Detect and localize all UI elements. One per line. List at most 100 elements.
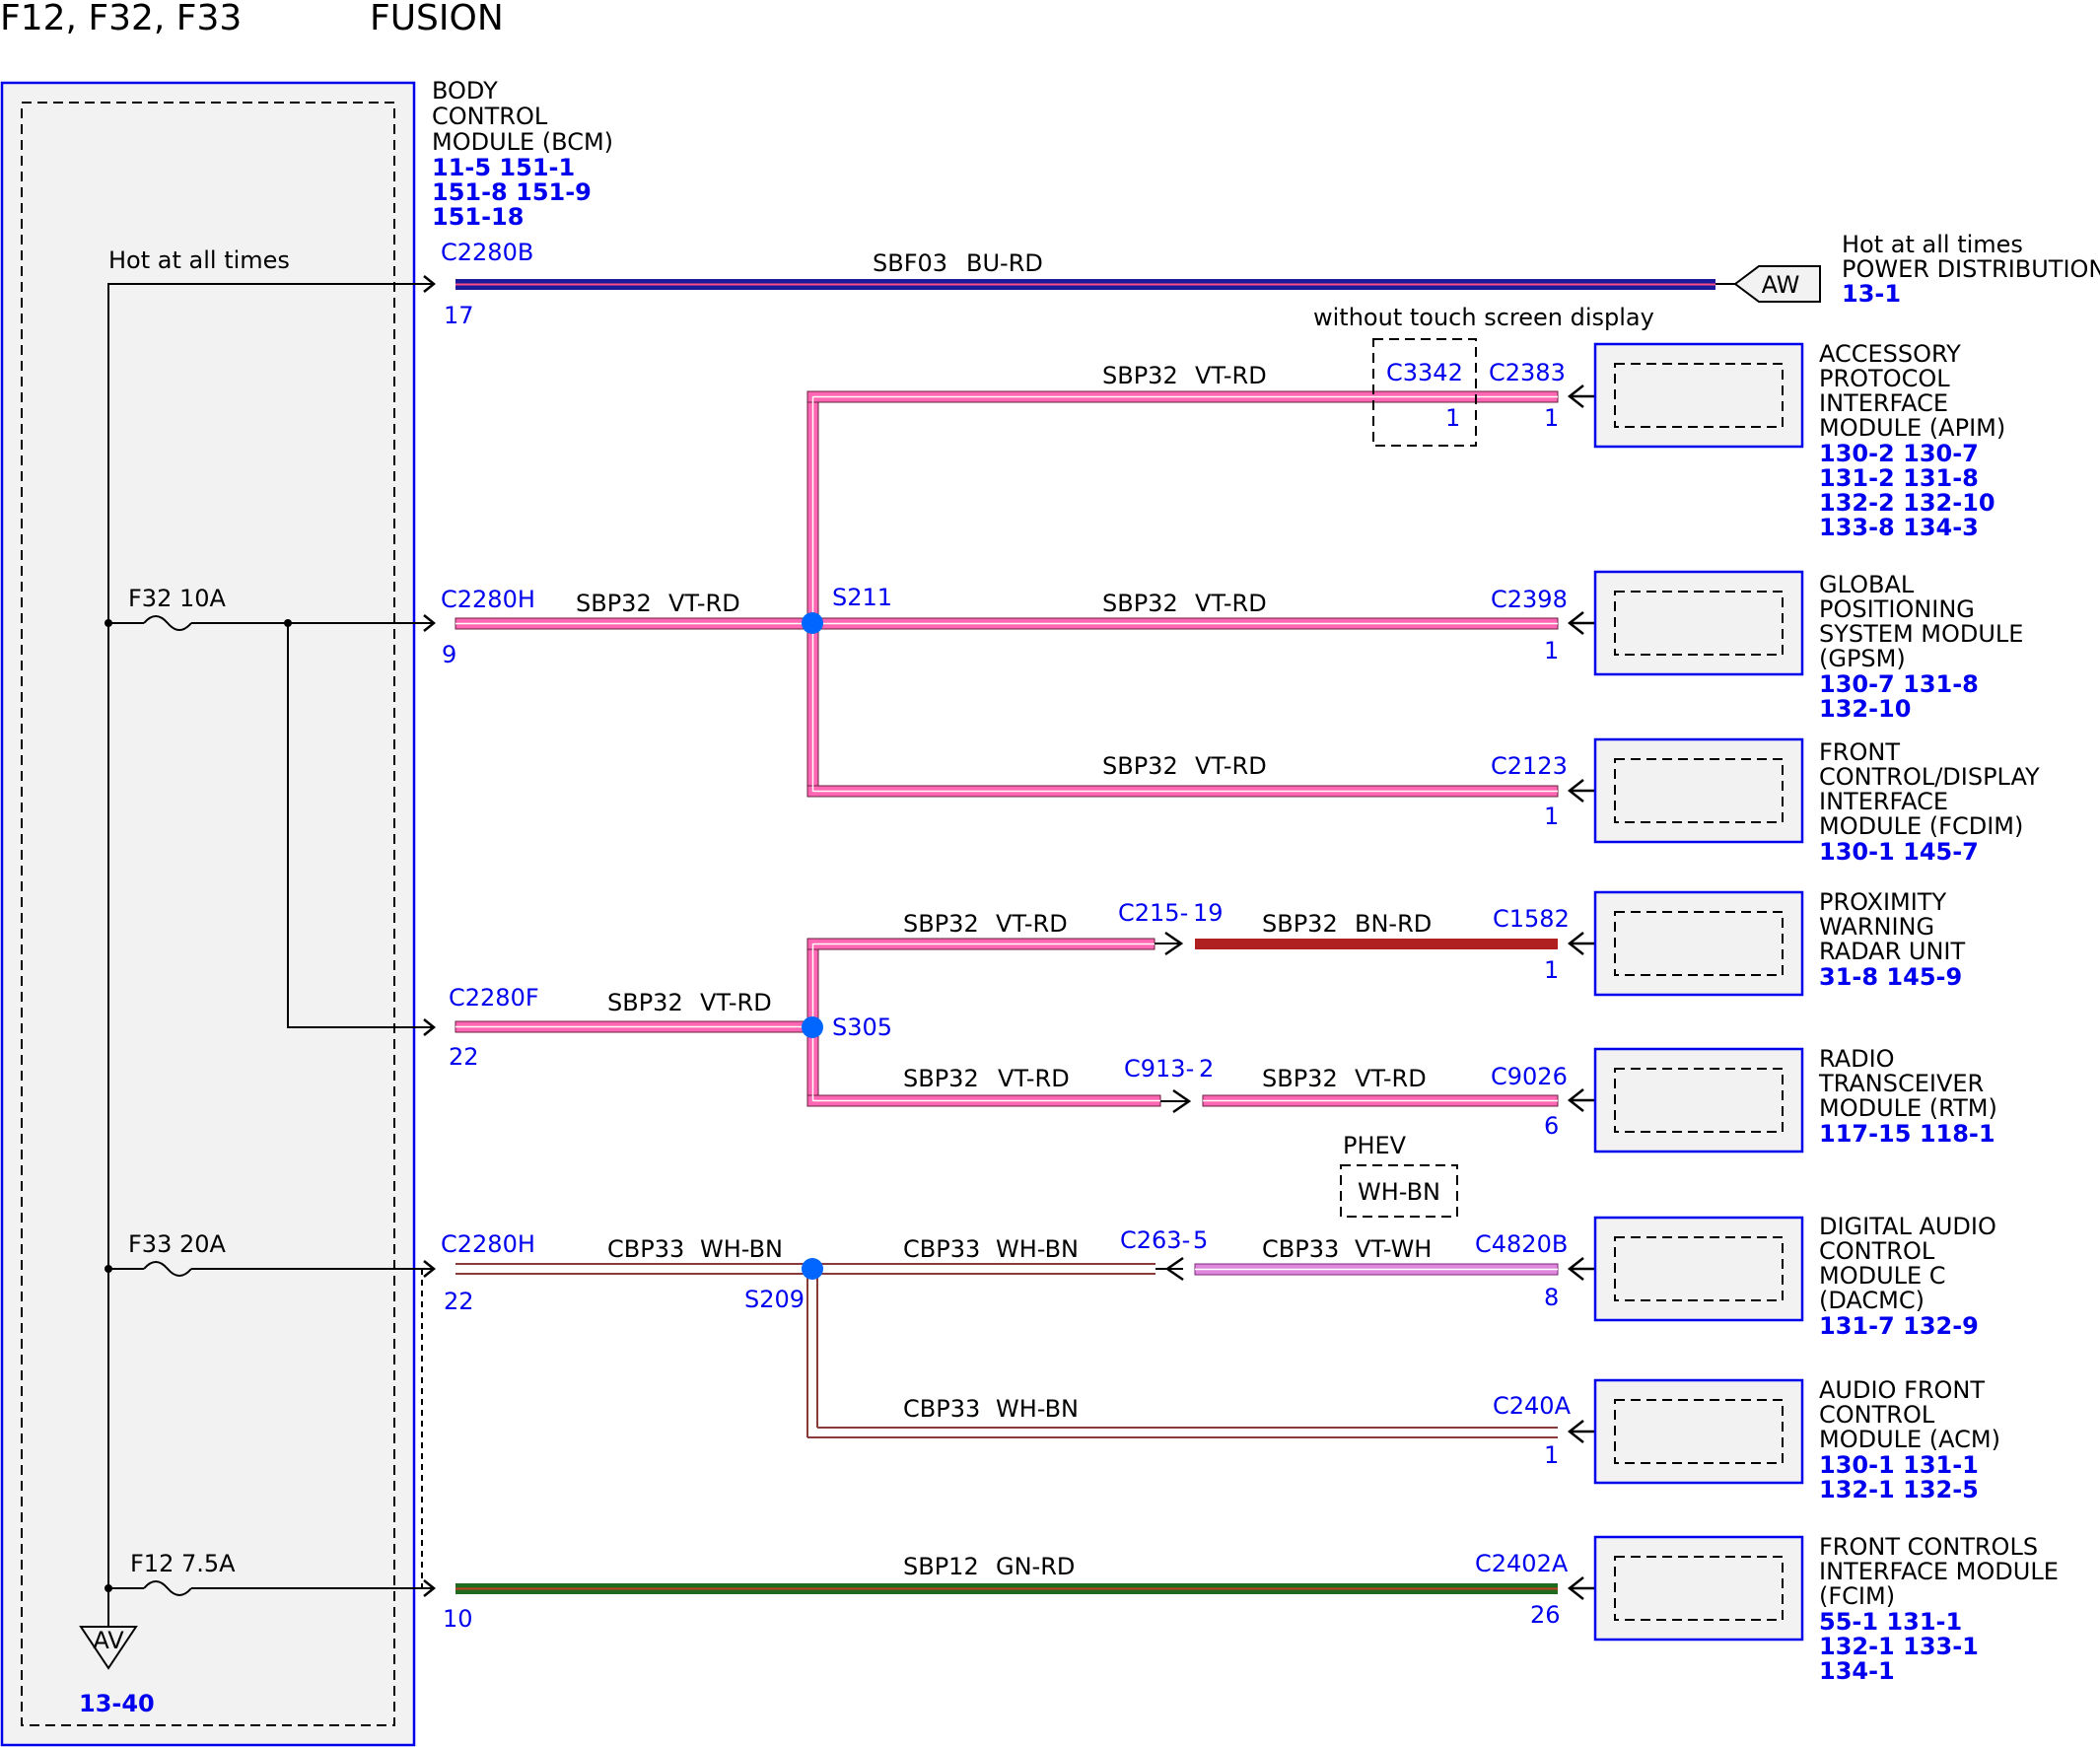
ground-ref: 13-40: [79, 1690, 155, 1717]
connector-name: C913-: [1124, 1055, 1194, 1083]
f12-fuse-symbol: [143, 1580, 192, 1596]
module-fcdim-line: FRONT: [1819, 738, 1900, 766]
f32-branch-f: [287, 623, 437, 1036]
module-pwru-line: WARNING: [1819, 913, 1934, 941]
connector-name: C2383: [1489, 359, 1566, 386]
junction-dot: [105, 619, 112, 627]
wire-label: GN-RD: [996, 1553, 1075, 1580]
connector-name: C2123: [1491, 752, 1568, 780]
phev-box-text: WH-BN: [1358, 1178, 1440, 1206]
module-apim-line: ACCESSORY: [1819, 340, 1961, 368]
svg-text:CONTROL: CONTROL: [432, 103, 548, 130]
wire-label: CBP33: [1262, 1235, 1339, 1263]
f12-label: F12 7.5A: [130, 1550, 236, 1577]
phev-box: [1340, 1164, 1458, 1218]
wire-label: SBF03: [873, 249, 947, 277]
module-pwru-line: RADAR UNIT: [1819, 938, 1966, 965]
splice-s209: [802, 1258, 823, 1280]
wire-label: CBP33: [903, 1395, 980, 1423]
wire-labels: SBF03 BU-RD SBP32 VT-RD SBP32 VT-RD SBP3…: [576, 249, 1432, 1580]
svg-text:MODULE (BCM): MODULE (BCM): [432, 128, 613, 156]
module-fcdim-ref: 130-1 145-7: [1819, 838, 1979, 866]
connector-pin: 26: [1530, 1601, 1561, 1629]
without-touch-box: [1372, 338, 1477, 447]
connector-name: C2280B: [441, 239, 533, 266]
connector-pin: 1: [1445, 404, 1460, 432]
connector-name: C215-: [1118, 899, 1188, 927]
module-acm-ref: 132-1 132-5: [1819, 1476, 1979, 1503]
wire-label: CBP33: [903, 1235, 980, 1263]
wire-label: SBP32: [1102, 362, 1178, 389]
connector-pin: 22: [449, 1043, 479, 1071]
module-fcdim-line: CONTROL/DISPLAY: [1819, 763, 2040, 791]
module-fcim-ref: 132-1 133-1: [1819, 1633, 1979, 1660]
module-pwru-line: PROXIMITY: [1819, 888, 1946, 916]
module-boxes: [1593, 342, 1804, 1642]
hot-right-line1: Hot at all times: [1842, 231, 2023, 258]
module-fcdim-line: INTERFACE: [1819, 788, 1948, 815]
wire-label: SBP32: [1102, 752, 1178, 780]
module-dacmc-line: MODULE C: [1819, 1262, 1946, 1290]
svg-text:151-18: 151-18: [432, 203, 524, 231]
wire-label: SBP32: [1102, 590, 1178, 617]
splice-s305: [802, 1016, 823, 1038]
f32-fuse-symbol: [143, 615, 192, 631]
wire-label: VT-RD: [1355, 1065, 1427, 1092]
module-dacmc-line: (DACMC): [1819, 1287, 1925, 1314]
wire-label: VT-RD: [998, 1065, 1070, 1092]
wire-label: VT-WH: [1355, 1235, 1432, 1263]
connector-name: C240A: [1493, 1392, 1572, 1420]
connector-labels: C2280B 17 C2280H 9 C2280F 22 C2280H 22 1…: [441, 239, 1572, 1633]
module-dacmc-line: CONTROL: [1819, 1237, 1935, 1265]
phev-label: PHEV: [1343, 1132, 1407, 1159]
aw-source-tag: [1733, 265, 1821, 303]
junction-dot: [105, 1584, 112, 1592]
wire-label: BN-RD: [1355, 910, 1432, 938]
bcm-label: BODY CONTROL MODULE (BCM) 11-5 151-1 151…: [432, 77, 613, 231]
bcm-hot-line: [107, 275, 437, 1627]
module-apim-line: INTERFACE: [1819, 389, 1948, 417]
hot-right-line2: POWER DISTRIBUTION: [1842, 255, 2100, 283]
wire-label: SBP32: [1262, 910, 1338, 938]
module-acm-line: CONTROL: [1819, 1401, 1935, 1429]
module-box-acm: [1593, 1378, 1804, 1485]
module-fcim-line: INTERFACE MODULE: [1819, 1558, 2059, 1585]
f33-fuse-symbol: [143, 1261, 192, 1277]
connector-pin: 2: [1199, 1055, 1214, 1083]
splice-s211: [802, 612, 823, 634]
connector-name: C2398: [1491, 586, 1568, 613]
module-gpsm-ref: 132-10: [1819, 695, 1911, 723]
splice-s211-label: S211: [832, 584, 892, 611]
connector-pin: 8: [1544, 1284, 1559, 1311]
connector-name: C2280F: [449, 984, 539, 1012]
module-apim-ref: 130-2 130-7: [1819, 440, 1979, 467]
connector-name: C9026: [1491, 1063, 1568, 1090]
wire-tracer-s211: [455, 395, 1558, 793]
module-apim-line: MODULE (APIM): [1819, 414, 2005, 442]
module-apim-ref: 131-2 131-8: [1819, 464, 1979, 492]
connector-pin: 1: [1544, 404, 1559, 432]
f33-label: F33 20A: [128, 1230, 227, 1258]
connector-pin: 1: [1544, 1441, 1559, 1469]
wire-label: CBP33: [607, 1235, 684, 1263]
module-dacmc-ref: 131-7 132-9: [1819, 1312, 1979, 1340]
wire-label: VT-RD: [700, 989, 772, 1016]
module-fcim-ref: 55-1 131-1: [1819, 1608, 1962, 1636]
junction-dot: [105, 1265, 112, 1273]
wire-label: SBP32: [903, 910, 979, 938]
wire-label: BU-RD: [966, 249, 1043, 277]
module-gpsm-line: GLOBAL: [1819, 571, 1915, 598]
connector-pin: 22: [444, 1288, 474, 1315]
connector-pin: 5: [1193, 1226, 1208, 1254]
connector-name: C2280H: [441, 586, 535, 613]
wire-label: SBP32: [1262, 1065, 1338, 1092]
module-gpsm-line: SYSTEM MODULE: [1819, 620, 2023, 648]
module-fcim-line: FRONT CONTROLS: [1819, 1533, 2038, 1561]
module-acm-line: AUDIO FRONT: [1819, 1376, 1985, 1404]
module-labels: ACCESSORY PROTOCOL INTERFACE MODULE (API…: [1818, 340, 2059, 1685]
hot-at-all-times-left: Hot at all times: [108, 246, 290, 274]
without-touch-label: without touch screen display: [1313, 304, 1654, 331]
wire-sbp32-bn-rd: [1195, 939, 1558, 949]
splice-s209-label: S209: [744, 1286, 805, 1313]
